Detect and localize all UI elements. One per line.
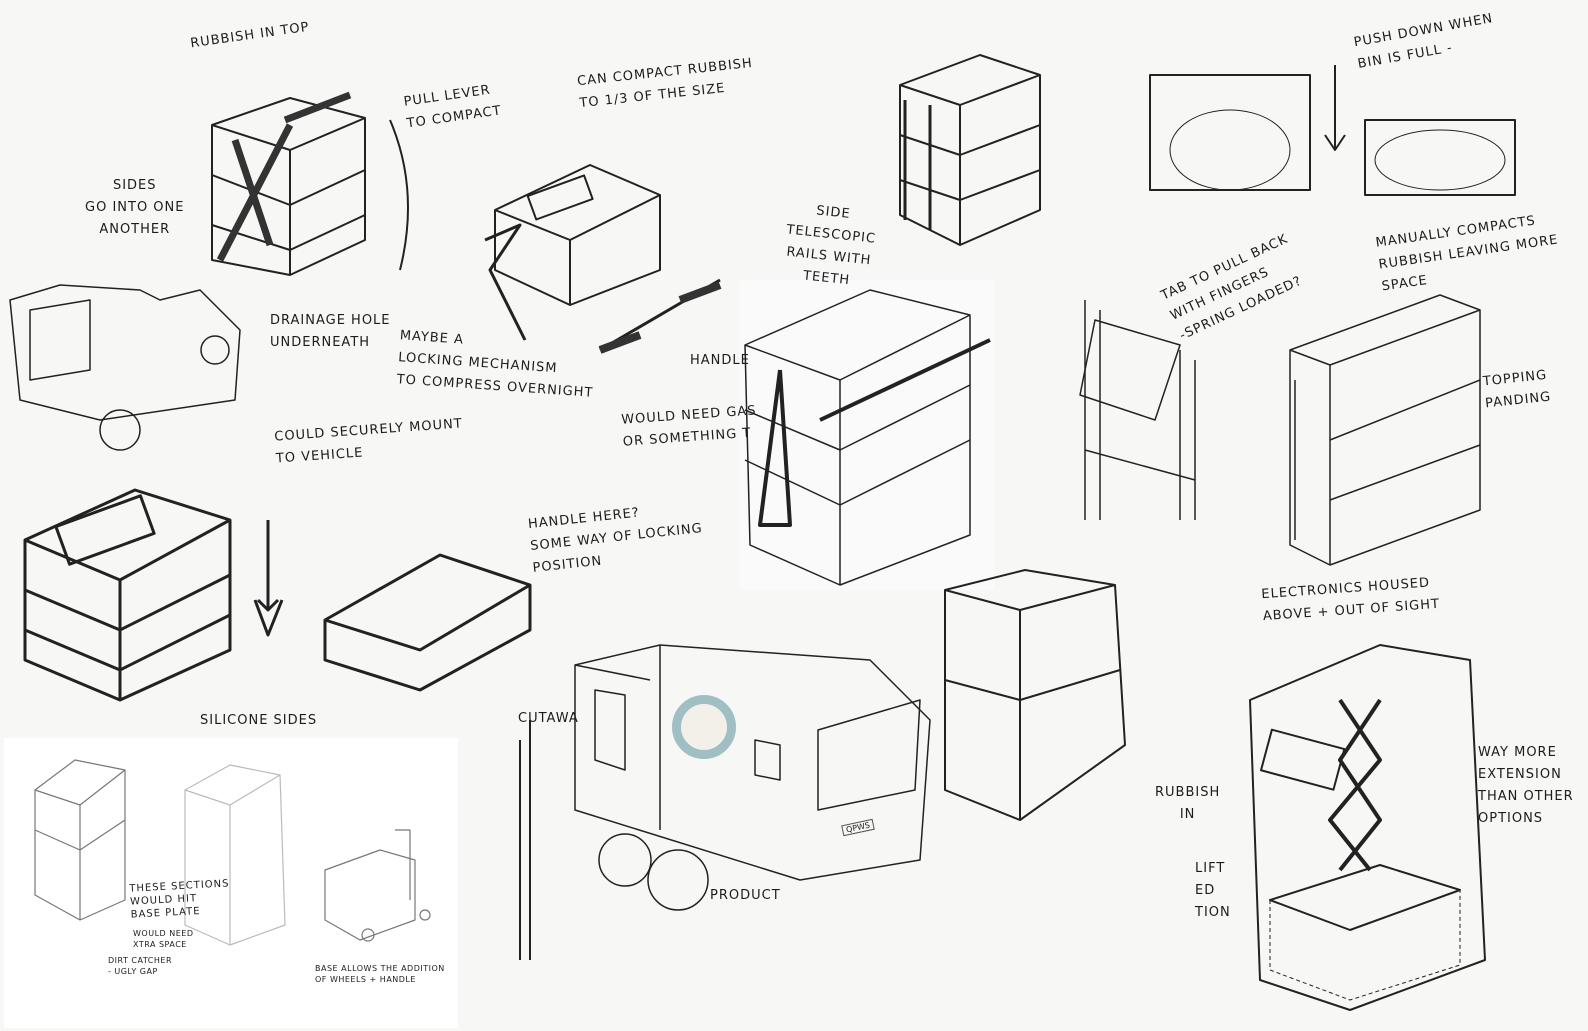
note-topping: topping panding [1482, 367, 1552, 412]
note-way-more-extension: Way more extension than other options [1478, 745, 1574, 826]
note-sides-go-into: Sides go into one another [85, 178, 185, 237]
lever-bin-sketch [211, 91, 409, 276]
note-would-need-space: would need xtra space [133, 929, 194, 949]
note-locking-mechanism: Maybe a locking mechanism to compress ov… [396, 328, 594, 401]
tab-frame-sketch [1079, 300, 1196, 520]
note-cutaway: Cutawa [518, 711, 579, 726]
qpws-logo [672, 695, 736, 759]
silicone-bin-sketch [23, 488, 532, 702]
note-silicone-sides: Silicone sides [200, 713, 318, 728]
rendered-lever-bin [744, 289, 991, 586]
note-telescopic-rails: Side telescopic rails with teeth [785, 203, 877, 289]
scissor-lift-sketch [944, 569, 1486, 1011]
vehicle-sketch [9, 284, 241, 451]
note-base-allows: Base allows the addition of wheels + han… [315, 964, 445, 984]
note-product: Product [710, 888, 781, 903]
telescopic-bin-sketch [899, 54, 1041, 246]
digital-bin-sketches [34, 759, 431, 946]
note-handle: Handle [690, 353, 750, 368]
push-down-sketch [1149, 65, 1516, 196]
trailer-render [519, 644, 931, 960]
rendered-telescopic-bin [1289, 294, 1481, 566]
note-would-need-gas: Would need gas or something t [620, 403, 758, 450]
note-drainage-hole: Drainage hole underneath [270, 313, 391, 350]
note-rubbish-in: Rubbish in [1155, 785, 1221, 822]
compact-bin-sketch [484, 164, 722, 354]
note-dirt-catcher: dirt catcher - ugly gap [108, 956, 172, 976]
note-these-sections: These sections would hit base plate [129, 878, 230, 921]
note-lift-fragment: lift ed tion [1195, 861, 1231, 920]
